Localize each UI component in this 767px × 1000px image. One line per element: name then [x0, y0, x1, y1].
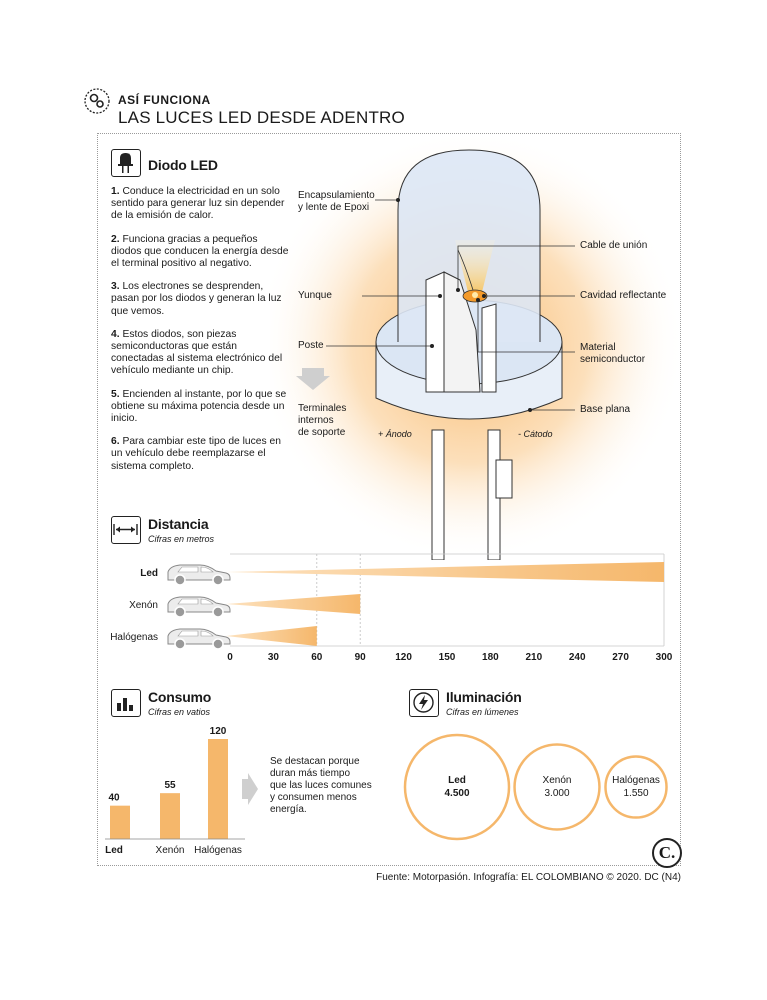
label-catodo: - Cátodo: [518, 429, 553, 439]
consumption-bar: [160, 793, 180, 839]
consumption-bar: [208, 739, 228, 839]
consumption-category-label: Halógenas: [194, 845, 242, 856]
distance-tick-label: 270: [612, 652, 629, 663]
consumption-value-label: 55: [164, 780, 176, 791]
label-cavidad: Cavidad reflectante: [580, 290, 667, 301]
label-poste: Poste: [298, 340, 324, 351]
distance-category-label: Led: [140, 568, 158, 579]
car-icon: [167, 564, 231, 586]
consumption-value-label: 120: [210, 726, 227, 737]
section-title-distancia: Distancia: [148, 516, 209, 532]
illumination-chart: Led 4.500 Xenón 3.000 Halógenas 1.550: [403, 733, 668, 841]
label-anodo: + Ánodo: [378, 429, 412, 439]
list-item: 1. Conduce la electricidad en un solo se…: [111, 186, 285, 222]
list-item: 2. Funciona gracias a pequeños diodos qu…: [111, 233, 289, 270]
illumination-category-label: Xenón: [543, 775, 572, 786]
gears-icon: [84, 88, 110, 114]
distance-bar: [226, 562, 664, 582]
illumination-bubble: [403, 733, 511, 841]
section-subtitle-distancia: Cifras en metros: [148, 534, 215, 544]
label-cable: Cable de unión: [580, 240, 648, 251]
section-title-diodo: Diodo LED: [148, 157, 218, 173]
distance-tick-label: 90: [355, 652, 367, 663]
car-icon: [167, 596, 231, 618]
footer-source: Fuente: Motorpasión. Infografía: EL COLO…: [376, 872, 681, 883]
distance-tick-label: 120: [395, 652, 412, 663]
distance-tick-label: 240: [569, 652, 586, 663]
page-title: LAS LUCES LED DESDE ADENTRO: [118, 108, 405, 127]
distance-tick-label: 0: [227, 652, 233, 663]
led-illustration: [270, 130, 685, 560]
distance-category-label: Halógenas: [110, 632, 158, 643]
illumination-bubble: [513, 743, 601, 831]
illumination-category-label: Halógenas: [612, 775, 660, 786]
distance-tick-label: 150: [439, 652, 456, 663]
section-title-consumo: Consumo: [148, 689, 212, 705]
distance-category-label: Xenón: [129, 600, 158, 611]
list-item: 3. Los electrones se desprenden, pasan p…: [111, 281, 282, 317]
distance-tick-label: 300: [656, 652, 673, 663]
section-subtitle-iluminacion: Cifras en lúmenes: [446, 707, 519, 717]
label-terminales: Terminales internos de soporte: [298, 403, 347, 438]
consumption-value-label: 40: [108, 793, 120, 804]
list-item: 5. Encienden al instante, por lo que se …: [111, 388, 287, 425]
consumo-note: Se destacan porque duran más tiempo que …: [270, 756, 372, 815]
arrow-right-icon: [242, 773, 258, 805]
illumination-value-label: 4.500: [444, 788, 469, 799]
points-list: 1. Conduce la electricidad en un solo se…: [111, 186, 289, 484]
consumption-bar: [110, 805, 130, 839]
kicker: ASÍ FUNCIONA: [118, 93, 211, 107]
illumination-bubble: [604, 755, 668, 819]
section-title-iluminacion: Iluminación: [446, 689, 522, 705]
label-material: Material semiconductor: [580, 342, 646, 365]
distance-tick-label: 60: [311, 652, 323, 663]
label-yunque: Yunque: [298, 290, 332, 301]
distance-tick-label: 180: [482, 652, 499, 663]
car-icon: [167, 628, 231, 650]
distance-tick-label: 30: [268, 652, 280, 663]
distance-bar: [226, 594, 361, 614]
brand-logo: C.: [652, 838, 682, 868]
section-subtitle-consumo: Cifras en vatios: [148, 707, 211, 717]
label-encapsulamiento: Encapsulamiento y lente de Epoxi: [298, 190, 375, 213]
infographic-frame: [97, 133, 681, 866]
consumption-category-label: Led: [105, 845, 123, 856]
distance-tick-label: 210: [525, 652, 542, 663]
led-diode-icon: [111, 149, 141, 177]
illumination-value-label: 3.000: [544, 788, 569, 799]
distance-icon: [111, 516, 141, 544]
label-base: Base plana: [580, 404, 631, 415]
list-item: 6. Para cambiar este tipo de luces en un…: [111, 436, 282, 472]
illumination-value-label: 1.550: [623, 788, 648, 799]
lightning-icon: [409, 689, 439, 717]
list-item: 4. Estos diodos, son piezas semiconducto…: [111, 328, 283, 377]
illumination-category-label: Led: [448, 775, 466, 786]
distance-bar: [226, 626, 317, 646]
consumption-category-label: Xenón: [156, 845, 185, 856]
bar-chart-icon: [111, 689, 141, 717]
